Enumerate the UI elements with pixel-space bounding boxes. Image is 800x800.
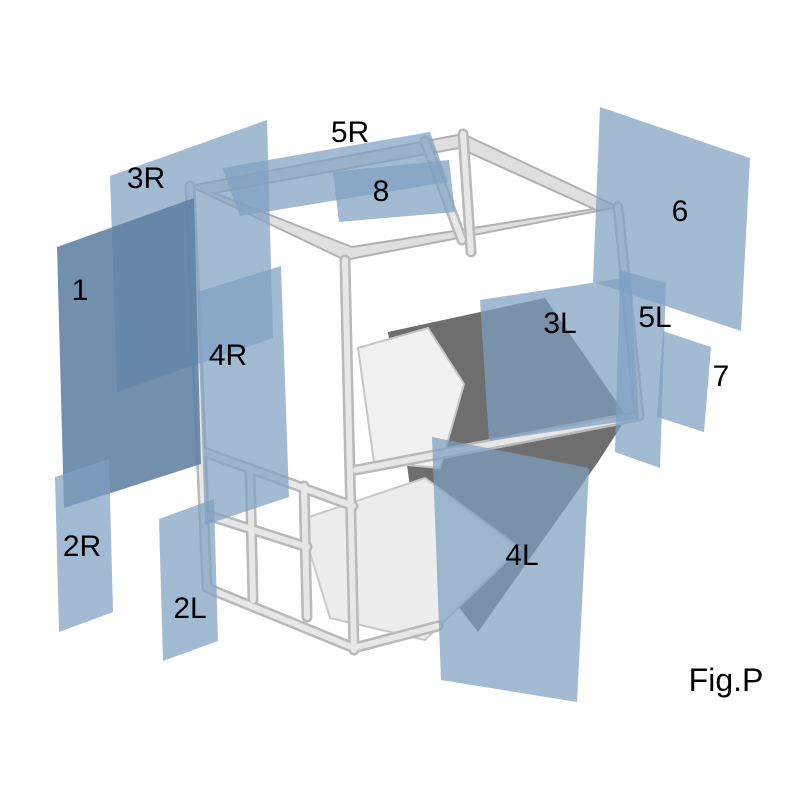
label-part-3R: 3R (127, 162, 165, 195)
label-part-1: 1 (72, 274, 89, 307)
label-part-8: 8 (373, 175, 390, 208)
label-part-6: 6 (672, 195, 689, 228)
glass-panel-4R (197, 266, 289, 525)
label-part-2L: 2L (173, 592, 206, 625)
glass-panel-3L (480, 277, 639, 441)
figure-caption: Fig.P (689, 662, 764, 698)
glass-panel-7 (657, 331, 711, 432)
label-part-3L: 3L (543, 307, 576, 340)
glass-panel-8 (333, 160, 455, 222)
glass-panel-2L (159, 499, 218, 661)
glass-panel-4L (432, 437, 589, 702)
label-part-2R: 2R (63, 530, 101, 563)
label-part-5L: 5L (638, 301, 671, 334)
glass-panel-1 (57, 198, 201, 508)
label-part-4L: 4L (505, 539, 538, 572)
label-part-4R: 4R (209, 339, 247, 372)
label-part-7: 7 (713, 360, 730, 393)
cab-console (356, 326, 466, 470)
label-part-5R: 5R (331, 116, 369, 149)
glass-panel-2R (55, 459, 113, 632)
